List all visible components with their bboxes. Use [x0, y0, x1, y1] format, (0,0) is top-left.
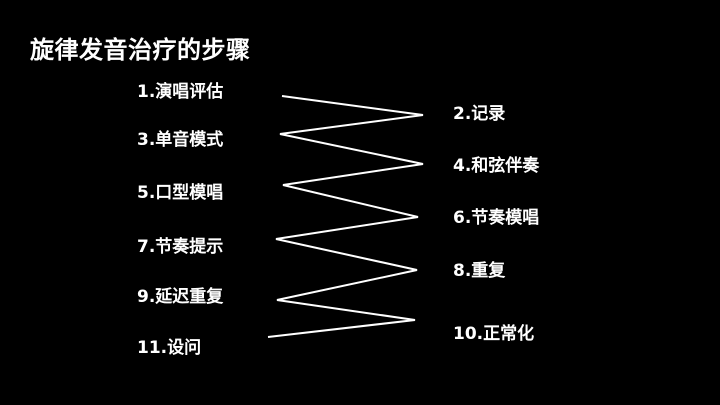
step-3: 3.单音模式: [137, 130, 224, 150]
step-11: 11.设问: [137, 338, 202, 358]
step-7: 7.节奏提示: [137, 237, 224, 257]
step-4: 4.和弦伴奏: [453, 156, 540, 176]
zigzag-line: [267, 95, 424, 338]
step-10: 10.正常化: [453, 324, 535, 344]
slide-title: 旋律发音治疗的步骤: [30, 36, 251, 64]
step-2: 2.记录: [453, 104, 506, 124]
step-5: 5.口型模唱: [137, 183, 224, 203]
step-9: 9.延迟重复: [137, 287, 224, 307]
step-6: 6.节奏模唱: [453, 208, 540, 228]
step-1: 1.演唱评估: [137, 82, 224, 102]
step-8: 8.重复: [453, 261, 506, 281]
